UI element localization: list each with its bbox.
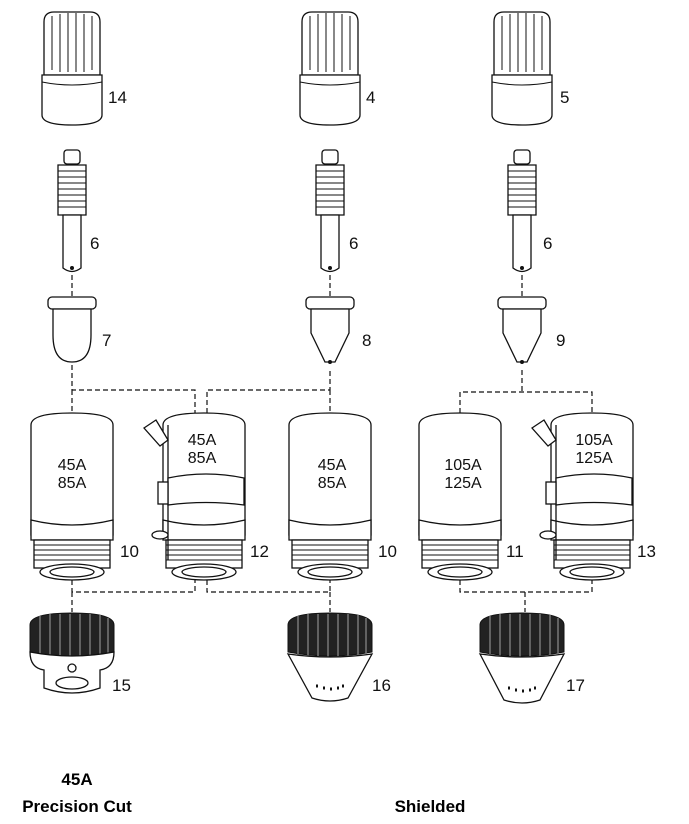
- part-number-label: 11: [506, 542, 524, 561]
- retaining-cap-11: [418, 412, 502, 581]
- part-number-label: 8: [362, 331, 371, 350]
- electrode: [507, 149, 537, 273]
- part-number-label: 14: [108, 88, 127, 107]
- part-number-label: 4: [366, 88, 375, 107]
- shield-15: [29, 612, 115, 694]
- amp-rating: 85A: [188, 450, 217, 467]
- part-number-label: 5: [560, 88, 569, 107]
- swirl-ring-14: [41, 11, 103, 126]
- electrode: [315, 149, 345, 273]
- amp-rating: 105A: [444, 457, 482, 474]
- retaining-cap-10: [288, 412, 372, 581]
- amp-rating: 105A: [575, 432, 613, 449]
- shield-16: [286, 612, 374, 702]
- amp-rating: 125A: [444, 475, 482, 492]
- part-number-label: 13: [637, 542, 656, 561]
- nozzle-9: [497, 296, 547, 365]
- electrode: [57, 149, 87, 273]
- part-number-label: 10: [378, 542, 397, 561]
- nozzle-7: [47, 296, 97, 363]
- swirl-ring-5: [491, 11, 553, 126]
- part-number-label: 9: [556, 331, 565, 350]
- connector-lines: [71, 275, 593, 612]
- caption-precision-cut: Precision Cut: [22, 797, 132, 816]
- part-number-label: 7: [102, 331, 111, 350]
- part-number-label: 15: [112, 676, 131, 695]
- nozzle-8: [305, 296, 355, 365]
- amp-rating: 85A: [318, 475, 347, 492]
- part-number-label: 10: [120, 542, 139, 561]
- part-number-label: 12: [250, 542, 269, 561]
- amp-rating: 45A: [318, 457, 347, 474]
- swirl-ring-4: [299, 11, 361, 126]
- caption-amperage: 45A: [61, 770, 92, 789]
- part-number-label: 6: [543, 234, 552, 253]
- part-number-label: 17: [566, 676, 585, 695]
- part-number-label: 16: [372, 676, 391, 695]
- shield-17: [478, 612, 566, 704]
- retaining-cap-10: [30, 412, 114, 581]
- amp-rating: 45A: [188, 432, 217, 449]
- part-number-label: 6: [349, 234, 358, 253]
- amp-rating: 125A: [575, 450, 613, 467]
- caption-shielded: Shielded: [395, 797, 466, 816]
- part-number-label: 6: [90, 234, 99, 253]
- amp-rating: 85A: [58, 475, 87, 492]
- amp-rating: 45A: [58, 457, 87, 474]
